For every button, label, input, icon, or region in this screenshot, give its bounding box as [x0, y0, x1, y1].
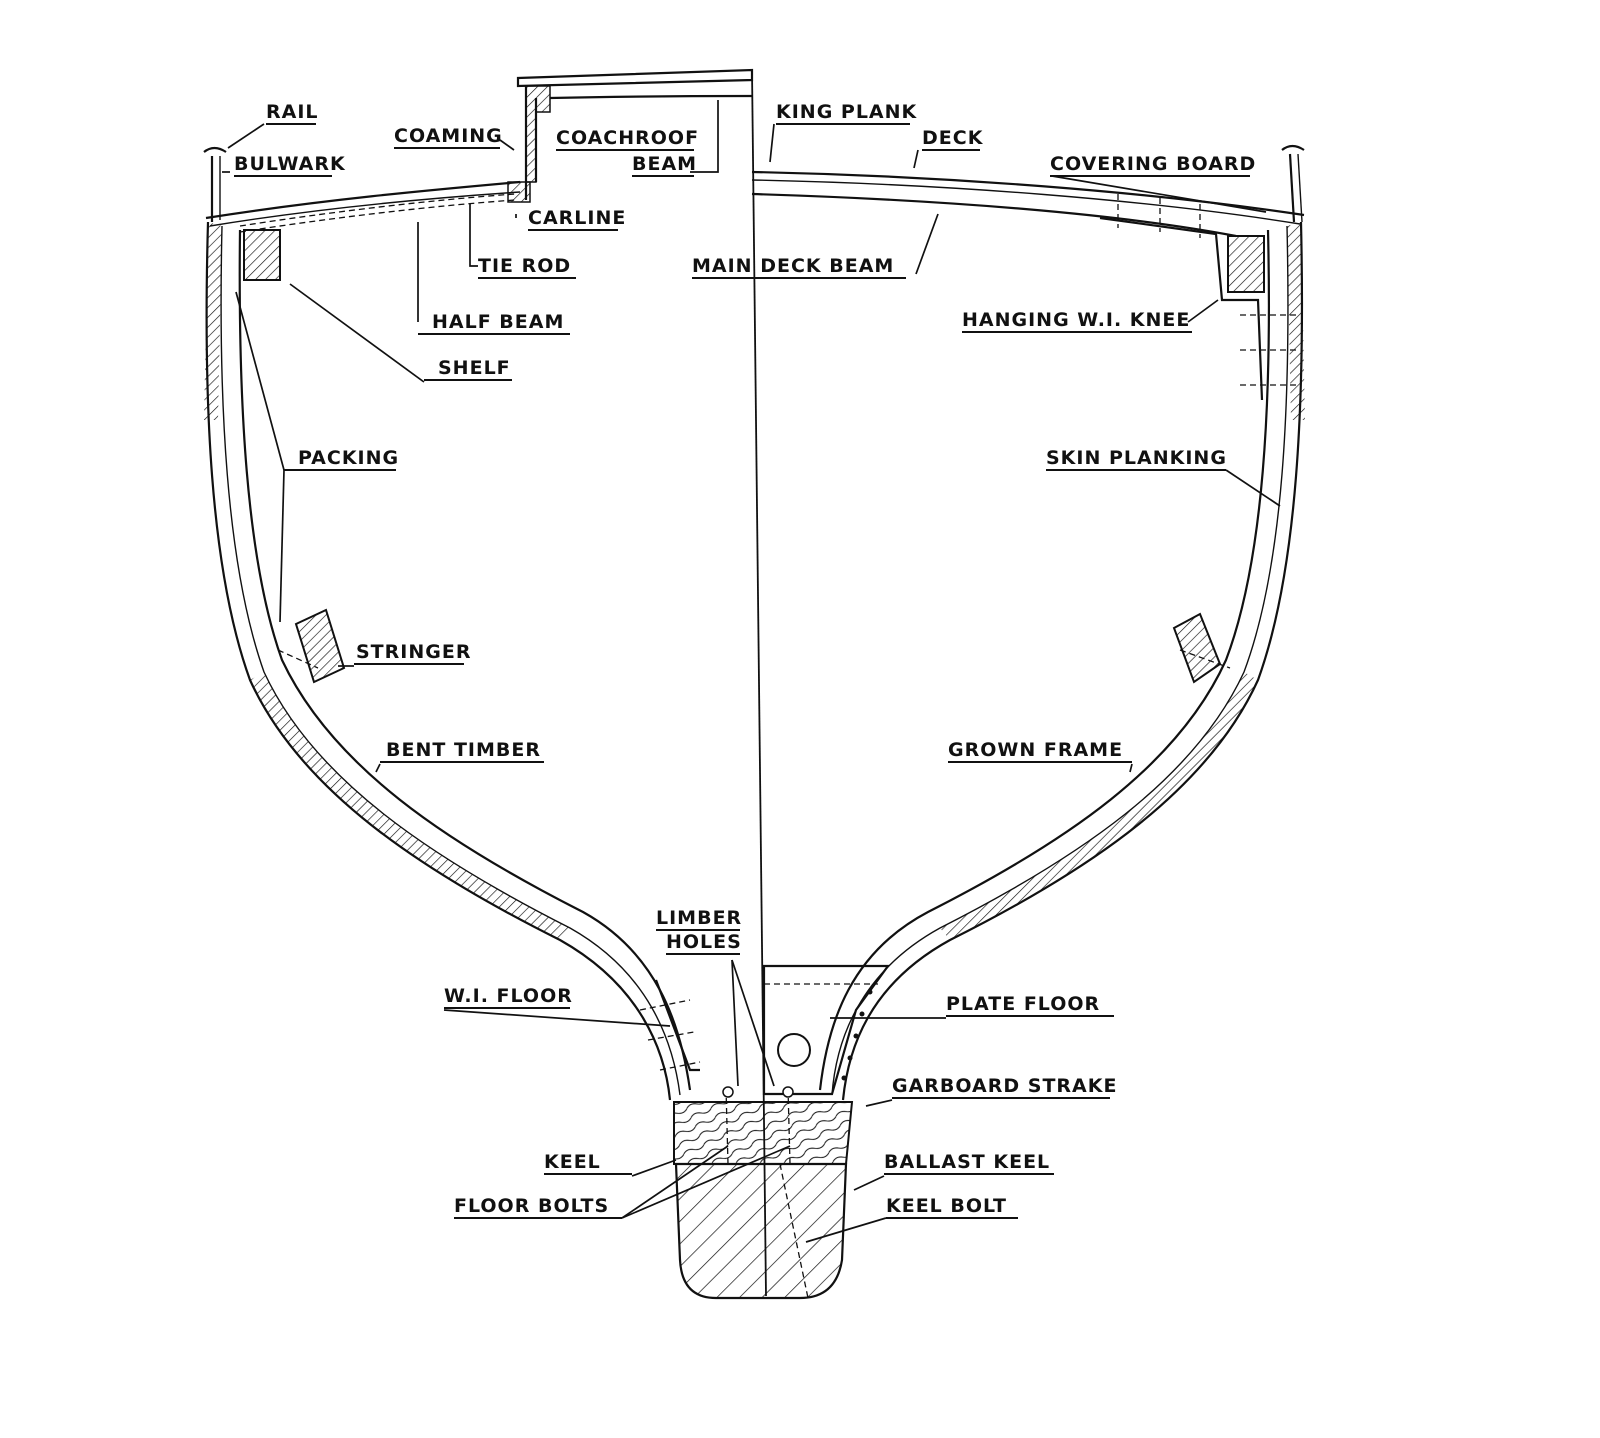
label-stringer: STRINGER	[356, 641, 471, 663]
label-garboard-strake: GARBOARD STRAKE	[892, 1075, 1117, 1097]
label-shelf: SHELF	[438, 357, 511, 379]
label-wi-floor: W.I. FLOOR	[444, 985, 573, 1007]
label-coaming: COAMING	[394, 125, 503, 147]
coachroof	[507, 68, 754, 203]
label-covering-board: COVERING BOARD	[1050, 153, 1256, 175]
label-king-plank: KING PLANK	[776, 101, 918, 123]
label-keel-bolt: KEEL BOLT	[886, 1195, 1007, 1217]
stringer-right	[1172, 612, 1222, 684]
label-keel: KEEL	[544, 1151, 601, 1173]
label-tie-rod: TIE ROD	[478, 255, 571, 277]
ballast-keel	[674, 1162, 848, 1300]
label-ballast-keel: BALLAST KEEL	[884, 1151, 1050, 1173]
label-packing: PACKING	[298, 447, 399, 469]
label-bent-timber: BENT TIMBER	[386, 739, 541, 761]
label-deck: DECK	[922, 127, 984, 149]
deck	[205, 170, 1305, 238]
label-main-deck-beam: MAIN DECK BEAM	[692, 255, 894, 277]
shelf-right	[1227, 235, 1265, 293]
hull-outline	[204, 221, 1305, 1101]
keel-bolt-line	[779, 1163, 809, 1299]
labels: RAIL BULWARK COAMING COACHROOF BEAM KING…	[234, 101, 1256, 1219]
floors	[639, 964, 891, 1096]
label-bulwark: BULWARK	[234, 153, 346, 175]
label-coachroof-beam-1: COACHROOF	[556, 127, 699, 149]
label-coachroof-beam-2: BEAM	[632, 153, 697, 175]
label-floor-bolts: FLOOR BOLTS	[454, 1195, 609, 1217]
label-skin-planking: SKIN PLANKING	[1046, 447, 1227, 469]
label-grown-frame: GROWN FRAME	[948, 739, 1123, 761]
label-rail: RAIL	[266, 101, 319, 123]
label-hanging-knee: HANGING W.I. KNEE	[962, 309, 1190, 331]
label-half-beam: HALF BEAM	[432, 311, 564, 333]
label-limber-holes-1: LIMBER	[656, 907, 742, 929]
centreline	[751, 69, 767, 1297]
hanging-knee	[1099, 216, 1264, 401]
label-plate-floor: PLATE FLOOR	[946, 993, 1100, 1015]
stringer-left	[294, 608, 346, 684]
bulwarks	[203, 144, 1305, 223]
label-limber-holes-2: HOLES	[666, 931, 742, 953]
shelf-left	[243, 229, 281, 281]
label-carline: CARLINE	[528, 207, 626, 229]
leader-lines	[222, 100, 1281, 1243]
